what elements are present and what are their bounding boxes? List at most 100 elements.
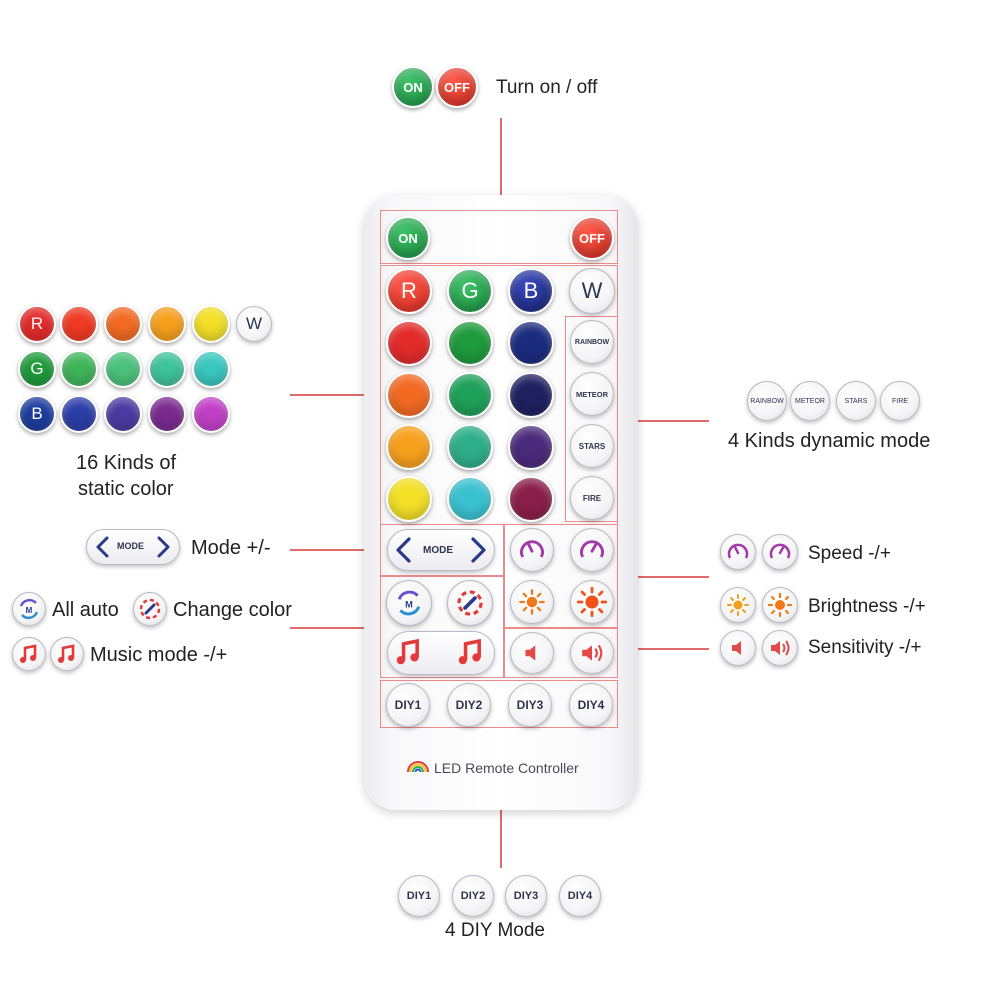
chevron-right-icon [156, 535, 172, 559]
off-button[interactable]: OFF [570, 216, 614, 260]
color-button[interactable] [386, 320, 432, 366]
rainbow-logo-icon [406, 759, 430, 773]
section-box-diy [380, 680, 618, 728]
palette-swatch [192, 305, 230, 343]
mode-next-chevron-icon[interactable] [470, 536, 488, 564]
diy1-icon-callout: DIY1 [398, 875, 440, 917]
green-button[interactable]: G [447, 268, 493, 314]
section-box-dynamic [565, 316, 618, 522]
all-auto-button[interactable]: M [386, 580, 432, 626]
svg-text:M: M [26, 606, 33, 615]
red-button[interactable]: R [386, 268, 432, 314]
section-box-mode [380, 524, 504, 576]
sensitivity-caption: Sensitivity -/+ [808, 637, 922, 658]
stars-button[interactable]: STARS [570, 424, 614, 468]
palette-swatch [60, 305, 98, 343]
diy4-button[interactable]: DIY4 [569, 683, 613, 727]
section-box-sensitivity [504, 628, 618, 678]
music-mode-caption: Music mode -/+ [90, 644, 228, 666]
all-auto-icon: M [12, 592, 46, 626]
palette-swatch-r: R [18, 305, 56, 343]
callout-line-static [290, 394, 386, 396]
palette-swatch [192, 395, 230, 433]
diy1-button[interactable]: DIY1 [386, 683, 430, 727]
mode-pill-callout [86, 529, 180, 565]
rainbow-button[interactable]: RAINBOW [570, 320, 614, 364]
diy2-icon-callout: DIY2 [452, 875, 494, 917]
color-button[interactable] [508, 424, 554, 470]
sensitivity-down-icon [720, 630, 756, 666]
on-button[interactable]: ON [386, 216, 430, 260]
svg-text:M: M [405, 599, 413, 609]
speed-down-button[interactable] [510, 528, 554, 572]
sensitivity-down-button[interactable] [510, 632, 554, 674]
mode-caption: Mode +/- [191, 537, 271, 559]
section-box-power [380, 210, 618, 264]
dynamic-mode-caption: 4 Kinds dynamic mode [728, 430, 931, 452]
color-button[interactable] [508, 476, 554, 522]
color-button[interactable] [386, 476, 432, 522]
dynamic-rainbow-icon: RAINBOW [747, 381, 787, 421]
callout-line-auto [290, 627, 386, 629]
white-button[interactable]: W [569, 268, 615, 314]
palette-swatch [148, 350, 186, 388]
color-button[interactable] [447, 424, 493, 470]
off-icon-callout: OFF [436, 66, 478, 108]
diy3-icon-callout: DIY3 [505, 875, 547, 917]
brightness-down-button[interactable] [510, 580, 554, 624]
fire-button[interactable]: FIRE [570, 476, 614, 520]
mode-button[interactable] [387, 529, 495, 571]
meteor-button[interactable]: METEOR [570, 372, 614, 416]
speed-caption: Speed -/+ [808, 543, 891, 564]
sensitivity-up-icon [762, 630, 798, 666]
palette-swatch [148, 395, 186, 433]
diy3-button[interactable]: DIY3 [508, 683, 552, 727]
static-color-caption-line2: static color [78, 478, 174, 500]
diy-caption: 4 DIY Mode [445, 920, 545, 941]
diy4-icon-callout: DIY4 [559, 875, 601, 917]
callout-line-power [500, 118, 502, 210]
brightness-down-icon [720, 587, 756, 623]
palette-swatch-w: W [236, 306, 272, 342]
brightness-caption: Brightness -/+ [808, 596, 926, 617]
callout-line-speed [617, 576, 709, 578]
brightness-up-icon [762, 587, 798, 623]
change-color-caption: Change color [173, 599, 292, 621]
palette-swatch [104, 305, 142, 343]
color-button[interactable] [447, 476, 493, 522]
music-down-button[interactable] [394, 636, 424, 668]
palette-swatch [104, 395, 142, 433]
mode-callout-label: MODE [117, 541, 144, 551]
dynamic-meteor-icon: METEOR [790, 381, 830, 421]
change-color-button[interactable] [447, 580, 493, 626]
dynamic-fire-icon: FIRE [880, 381, 920, 421]
callout-line-mode [290, 549, 386, 551]
color-button[interactable] [508, 320, 554, 366]
speed-up-button[interactable] [570, 528, 614, 572]
music-up-icon [50, 637, 84, 671]
palette-swatch [60, 350, 98, 388]
section-box-speed [504, 524, 618, 628]
mode-prev-chevron-icon[interactable] [394, 536, 412, 564]
music-up-button[interactable] [456, 636, 486, 668]
remote-brand-text: LED Remote Controller [434, 760, 579, 776]
color-button[interactable] [447, 320, 493, 366]
sensitivity-up-button[interactable] [570, 632, 614, 674]
all-auto-caption: All auto [52, 599, 119, 621]
blue-button[interactable]: B [508, 268, 554, 314]
palette-swatch-b: B [18, 395, 56, 433]
color-button[interactable] [447, 372, 493, 418]
music-down-icon [12, 637, 46, 671]
brightness-up-button[interactable] [570, 580, 614, 624]
palette-swatch [60, 395, 98, 433]
chevron-left-icon [94, 535, 110, 559]
diy2-button[interactable]: DIY2 [447, 683, 491, 727]
palette-swatch [192, 350, 230, 388]
color-button[interactable] [386, 424, 432, 470]
color-button[interactable] [508, 372, 554, 418]
on-icon-callout: ON [392, 66, 434, 108]
palette-swatch-g: G [18, 350, 56, 388]
callout-line-sensitivity [617, 648, 709, 650]
speed-up-icon [762, 534, 798, 570]
color-button[interactable] [386, 372, 432, 418]
